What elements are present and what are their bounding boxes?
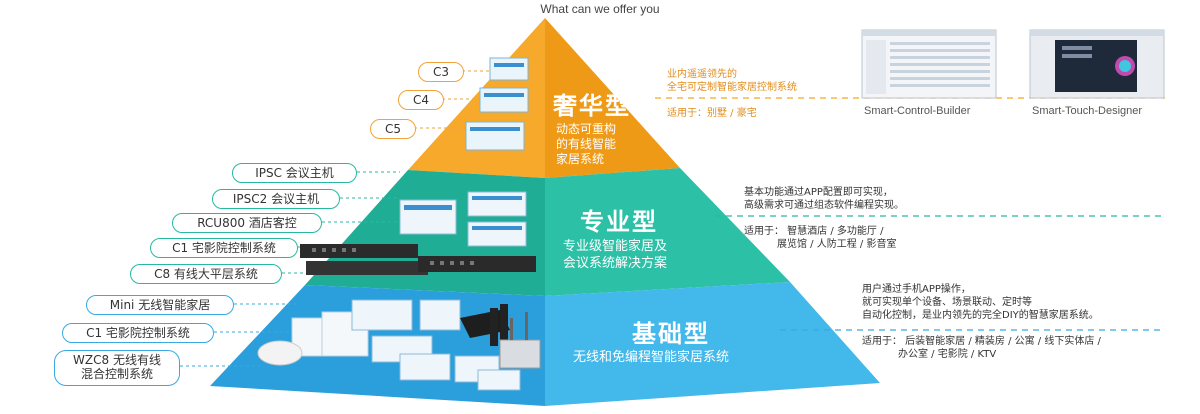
tier-title-luxury: 奢华型 xyxy=(553,92,631,120)
tier-desc-professional-line: 专业级智能家居及 xyxy=(563,239,668,254)
info-basic: 用户通过手机APP操作， 就可实现单个设备、场景联动、定时等 自动化控制，是业内… xyxy=(862,283,1099,322)
info-professional-applies-line: 适用于： 智慧酒店 / 多功能厅 / xyxy=(744,226,884,237)
product-pill-ipsc2: IPSC2 会议主机 xyxy=(212,189,340,209)
software-label-designer: Smart-Touch-Designer xyxy=(1032,105,1143,117)
product-pill-ipsc: IPSC 会议主机 xyxy=(232,163,357,183)
info-professional-applies-line: 展览馆 / 人防工程 / 影音室 xyxy=(777,239,897,250)
info-professional-line: 高级需求可通过组态软件编程实现。 xyxy=(744,200,904,211)
tier-desc-basic: 无线和免编程智能家居系统 xyxy=(573,350,730,365)
product-pill-c1-theater-basic: C1 宅影院控制系统 xyxy=(62,323,214,343)
software-screenshot-designer xyxy=(1029,29,1165,99)
device-illustrations-professional xyxy=(300,191,536,275)
product-pill-c8: C8 有线大平层系统 xyxy=(130,264,282,284)
info-professional-applies: 适用于： 智慧酒店 / 多功能厅 / 展览馆 / 人防工程 / 影音室 xyxy=(744,225,896,251)
info-luxury-line: 业内遥遥领先的 xyxy=(667,69,737,80)
info-basic-applies-line: 适用于： 后装智能家居 / 精装房 / 公寓 / 线下实体店 / xyxy=(862,336,1101,347)
product-pill-mini: Mini 无线智能家居 xyxy=(86,295,234,315)
tier-desc-professional: 专业级智能家居及 会议系统解决方案 xyxy=(563,238,667,272)
tier-desc-luxury-line: 的有线智能 xyxy=(556,137,617,151)
tier-desc-professional-line: 会议系统解决方案 xyxy=(563,256,668,271)
tier-desc-luxury-line: 动态可重构 xyxy=(556,122,617,136)
software-label-builder: Smart-Control-Builder xyxy=(864,105,971,117)
product-pill-c3: C3 xyxy=(418,62,464,82)
product-pill-wzc8-line1: WZC8 无线有线 xyxy=(73,353,161,367)
software-screenshot-builder xyxy=(861,29,997,99)
device-illustrations-basic xyxy=(257,299,541,391)
product-pill-c1-theater: C1 宅影院控制系统 xyxy=(150,238,298,258)
device-illustrations-luxury xyxy=(465,57,529,151)
product-pill-c4: C4 xyxy=(398,90,444,110)
info-professional: 基本功能通过APP配置即可实现， 高级需求可通过组态软件编程实现。 xyxy=(744,186,904,212)
tier-title-professional: 专业型 xyxy=(580,208,658,236)
tier-desc-luxury: 动态可重构 的有线智能 家居系统 xyxy=(556,122,616,167)
info-basic-line: 就可实现单个设备、场景联动、定时等 xyxy=(862,297,1032,308)
tier-title-basic: 基础型 xyxy=(632,320,710,348)
product-pill-wzc8: WZC8 无线有线 混合控制系统 xyxy=(54,350,180,386)
product-pill-wzc8-line2: 混合控制系统 xyxy=(80,367,153,381)
tier-desc-luxury-line: 家居系统 xyxy=(556,152,605,166)
info-basic-applies: 适用于： 后装智能家居 / 精装房 / 公寓 / 线下实体店 / 办公室 / 宅… xyxy=(862,335,1101,361)
page-title: What can we offer you xyxy=(540,2,660,16)
info-professional-line: 基本功能通过APP配置即可实现， xyxy=(744,187,893,198)
info-basic-applies-line: 办公室 / 宅影院 / KTV xyxy=(898,349,997,360)
info-luxury: 业内遥遥领先的 全宅可定制智能家居控制系统 xyxy=(667,68,797,94)
product-pill-rcu800: RCU800 酒店客控 xyxy=(172,213,322,233)
info-luxury-line: 全宅可定制智能家居控制系统 xyxy=(667,82,797,93)
info-basic-line: 自动化控制，是业内领先的完全DIY的智慧家居系统。 xyxy=(862,310,1099,321)
info-basic-line: 用户通过手机APP操作， xyxy=(862,284,971,295)
product-pill-c5: C5 xyxy=(370,119,416,139)
info-luxury-applies: 适用于：别墅 / 豪宅 xyxy=(667,108,757,119)
